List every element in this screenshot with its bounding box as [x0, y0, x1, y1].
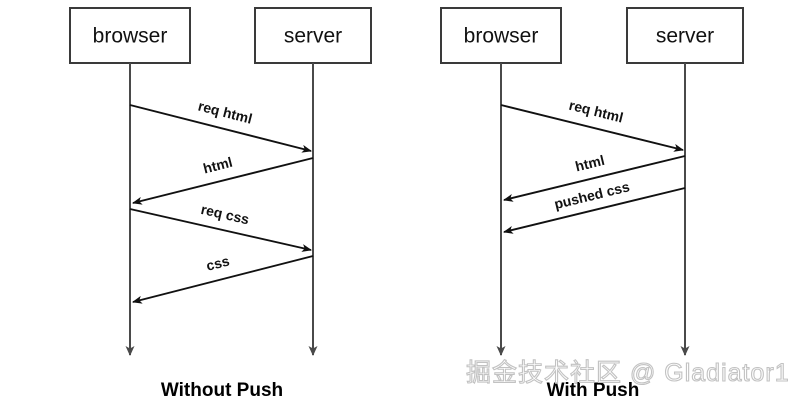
message-pushed-css: pushed css [503, 178, 686, 234]
participant-browser-right: browser [440, 7, 562, 356]
participant-browser-left: browser [69, 7, 191, 356]
message-label: req css [199, 201, 251, 228]
message-label: html [201, 154, 234, 177]
participant-server-left: server [254, 7, 372, 356]
participant-label: server [284, 25, 342, 48]
message-arrow [132, 255, 314, 304]
diagram-without-push: browser server req html html [69, 7, 372, 401]
message-css: css [132, 252, 314, 304]
participant-box [254, 7, 372, 64]
diagram-with-push: browser server req html html [440, 7, 744, 401]
message-req-css: req css [129, 201, 312, 252]
message-req-html: req html [500, 97, 684, 152]
participant-label: browser [464, 25, 539, 48]
message-label: pushed css [553, 178, 632, 212]
watermark-text: 掘金技术社区 @ Gladiator1 [466, 359, 790, 387]
message-arrow [503, 155, 686, 202]
diagram-caption: With Push [547, 380, 640, 401]
message-arrow [503, 187, 686, 234]
message-arrow [500, 104, 684, 152]
message-html: html [503, 152, 686, 202]
message-req-html: req html [129, 98, 312, 153]
message-arrow [132, 157, 314, 205]
message-label: css [204, 252, 231, 273]
participant-box [69, 7, 191, 64]
participant-box [440, 7, 562, 64]
message-html: html [132, 154, 314, 205]
diagram-caption: Without Push [161, 380, 283, 401]
participant-server-right: server [626, 7, 744, 356]
participant-label: server [656, 25, 714, 48]
message-arrow [129, 208, 312, 252]
message-arrow [129, 104, 312, 153]
message-label: html [574, 152, 607, 175]
message-label: req html [567, 97, 624, 126]
participant-label: browser [93, 25, 168, 48]
message-label: req html [196, 98, 253, 127]
